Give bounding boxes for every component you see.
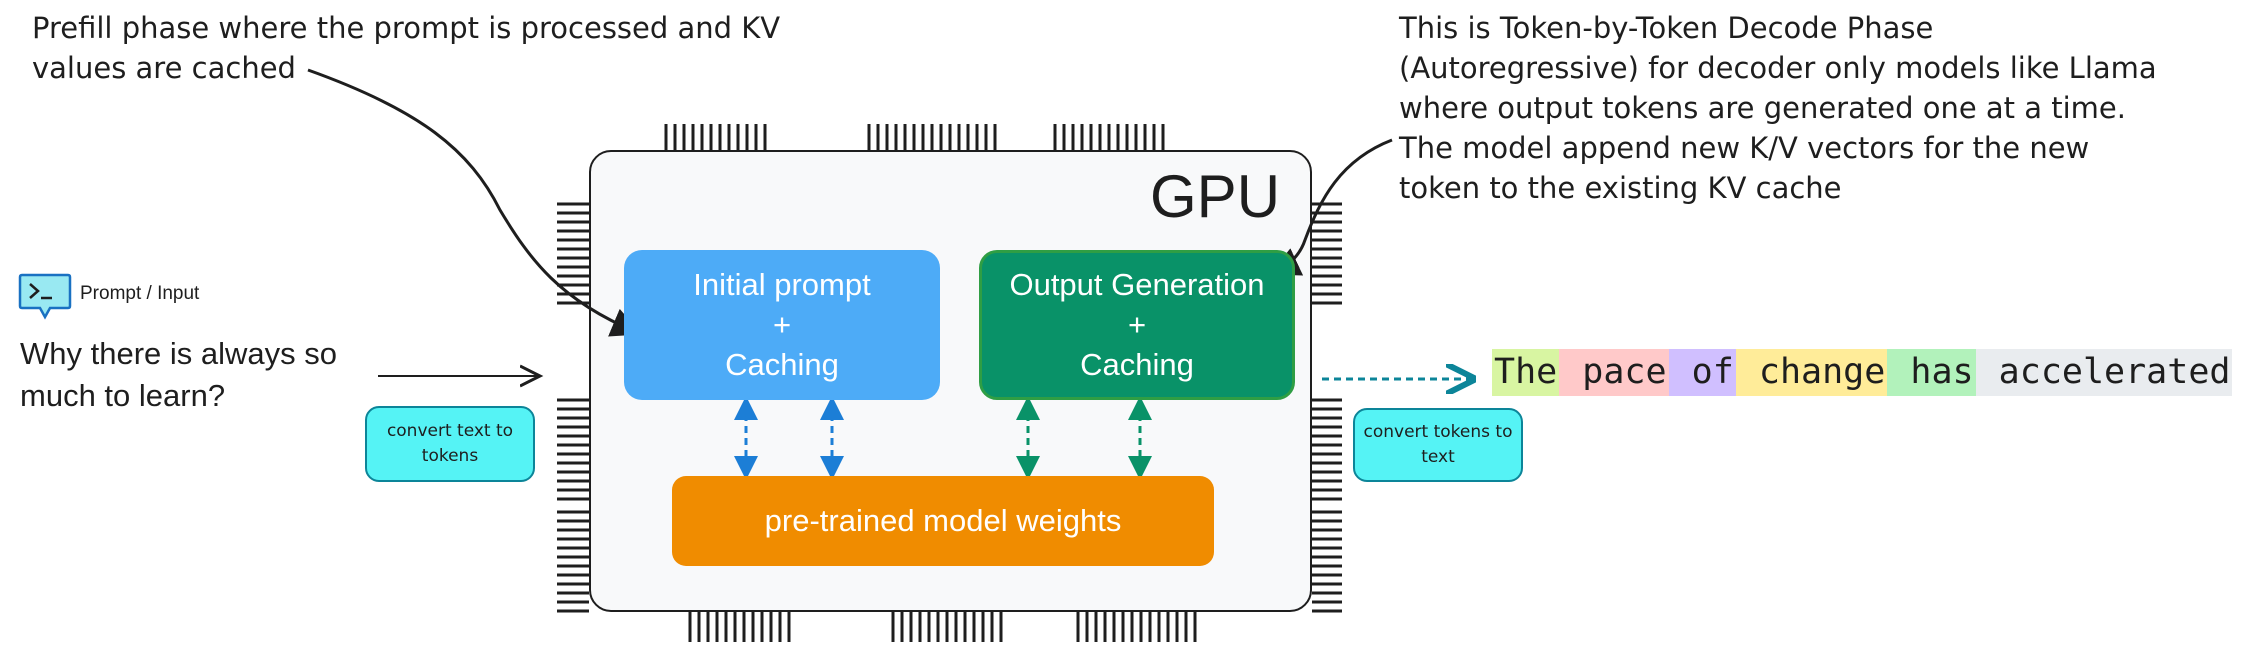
terminal-prompt-icon [18,273,72,320]
token: of [1668,349,1736,396]
model-weights-box: pre-trained model weights [672,476,1214,566]
gpu-label: GPU [1150,163,1281,230]
output-box-line-3: Caching [1080,347,1194,382]
decode-arrow [1269,138,1393,276]
initial-box-line-2: + [772,307,792,342]
decode-line-5: token to the existing KV cache [1399,171,1842,205]
prefill-line-2: values are cached [32,51,296,85]
prefill-line-1: Prefill phase where the prompt is proces… [32,11,781,45]
decode-line-1: This is Token-by-Token Decode Phase [1399,11,1934,45]
token: The [1492,349,1560,396]
prefill-arrow [307,68,642,337]
decode-line-2: (Autoregressive) for decoder only models… [1399,51,2157,85]
output-box-line-2: + [1127,307,1147,342]
token: pace [1559,349,1669,396]
tokens-to-text-pill: convert tokens to text [1353,408,1523,482]
prompt-text: Why there is always so much to learn? [20,336,337,413]
initial-prompt-box: Initial prompt + Caching [624,250,940,400]
output-generation-box: Output Generation + Caching [979,250,1295,400]
output-tokens: The pace of change has accelerated [1492,349,2233,396]
decode-line-4: The model append new K/V vectors for the… [1399,131,2090,165]
output-box-line-1: Output Generation [1009,267,1265,302]
prefill-annotation: Prefill phase where the prompt is proces… [32,8,780,88]
decode-line-3: where output tokens are generated one at… [1399,91,2126,125]
token: accelerated [1975,349,2233,396]
initial-box-line-1: Initial prompt [693,267,871,302]
initial-box-line-3: Caching [725,347,839,382]
token: change [1735,349,1888,396]
token: has [1887,349,1976,396]
text-to-tokens-pill: convert text to tokens [365,406,535,482]
prompt-title: Prompt / Input [80,283,200,304]
decode-annotation: This is Token-by-Token Decode Phase (Aut… [1399,8,2157,208]
